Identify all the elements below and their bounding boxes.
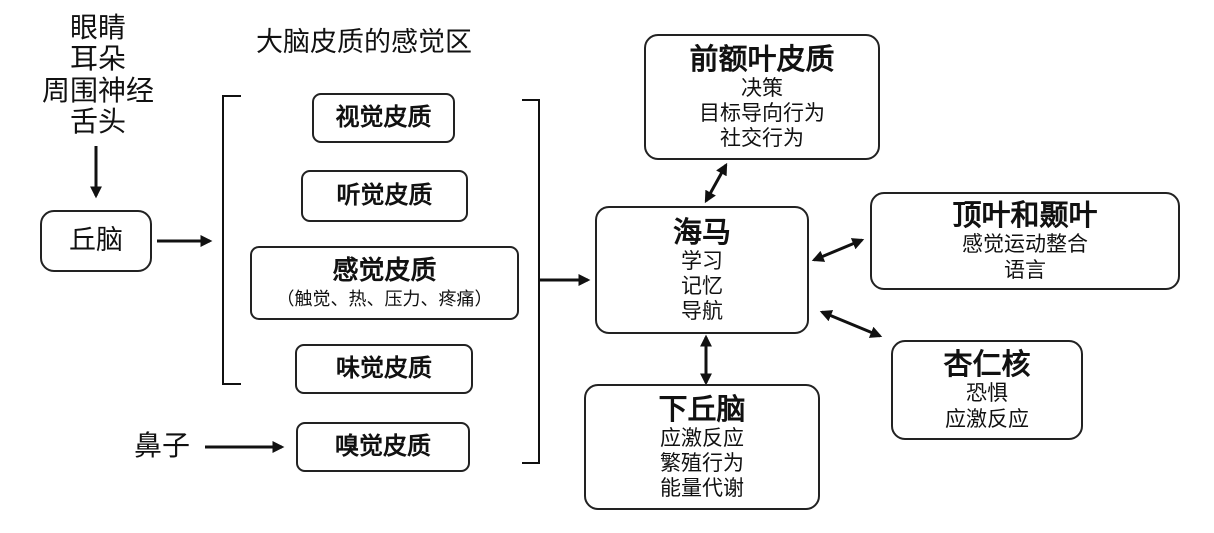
taste-cortex-label: 味觉皮质 — [336, 354, 432, 383]
prefrontal-cortex-box: 前额叶皮质 决策 目标导向行为 社交行为 — [644, 34, 880, 160]
parietal-temporal-item: 语言 — [1004, 257, 1046, 282]
sensory-cortex-detail: （触觉、热、压力、疼痛） — [276, 288, 493, 310]
sensory-cortex-label: 感觉皮质 — [332, 255, 437, 286]
thalamus-label: 丘脑 — [69, 225, 123, 257]
sensory-cortex-box: 感觉皮质 （触觉、热、压力、疼痛） — [250, 246, 519, 320]
sense-input-list: 眼睛 耳朵 周围神经 舌头 — [38, 11, 158, 139]
hippocampus-item: 学习 — [681, 248, 723, 273]
visual-cortex-box: 视觉皮质 — [312, 93, 455, 143]
prefrontal-cortex-item: 目标导向行为 — [699, 101, 825, 126]
hypothalamus-item: 能量代谢 — [660, 476, 744, 501]
thalamus-box: 丘脑 — [40, 210, 152, 272]
hypothalamus-item: 应激反应 — [660, 425, 744, 450]
amygdala-title: 杏仁核 — [943, 347, 1031, 382]
smell-cortex-label: 嗅觉皮质 — [335, 432, 431, 461]
prefrontal-cortex-item: 决策 — [741, 75, 783, 100]
cortex-title: 大脑皮质的感觉区 — [256, 27, 472, 58]
auditory-cortex-box: 听觉皮质 — [301, 170, 468, 222]
hippocampus-item: 记忆 — [681, 274, 723, 299]
hypothalamus-box: 下丘脑 应激反应 繁殖行为 能量代谢 — [584, 384, 820, 510]
amygdala-item: 恐惧 — [966, 381, 1008, 406]
hippocampus-title: 海马 — [672, 214, 731, 249]
right-bracket — [522, 99, 540, 464]
taste-cortex-box: 味觉皮质 — [295, 344, 473, 394]
left-bracket — [222, 95, 241, 385]
smell-cortex-box: 嗅觉皮质 — [296, 422, 470, 472]
visual-cortex-label: 视觉皮质 — [335, 103, 432, 132]
auditory-cortex-label: 听觉皮质 — [336, 181, 433, 210]
amygdala-item: 应激反应 — [945, 406, 1029, 431]
sense-tongue: 舌头 — [69, 105, 126, 139]
hypothalamus-title: 下丘脑 — [658, 391, 746, 426]
arrow-hippocampus-amygdala — [819, 310, 883, 338]
arrow-hippocampus-prefrontal — [704, 162, 728, 204]
hypothalamus-item: 繁殖行为 — [660, 451, 744, 476]
parietal-temporal-box: 顶叶和颞叶 感觉运动整合 语言 — [870, 192, 1180, 290]
sense-ears: 耳朵 — [69, 42, 126, 76]
hippocampus-box: 海马 学习 记忆 导航 — [595, 206, 809, 334]
nose-label: 鼻子 — [134, 429, 191, 462]
amygdala-box: 杏仁核 恐惧 应激反应 — [891, 340, 1083, 440]
arrow-hippocampus-parietal — [811, 238, 865, 262]
parietal-temporal-title: 顶叶和颞叶 — [952, 198, 1098, 233]
sense-peripheral-nerves: 周围神经 — [41, 73, 154, 107]
prefrontal-cortex-title: 前额叶皮质 — [689, 41, 835, 76]
hippocampus-item: 导航 — [681, 299, 723, 324]
parietal-temporal-item: 感觉运动整合 — [962, 232, 1088, 257]
sense-eyes: 眼睛 — [69, 11, 126, 44]
prefrontal-cortex-item: 社交行为 — [720, 126, 804, 151]
